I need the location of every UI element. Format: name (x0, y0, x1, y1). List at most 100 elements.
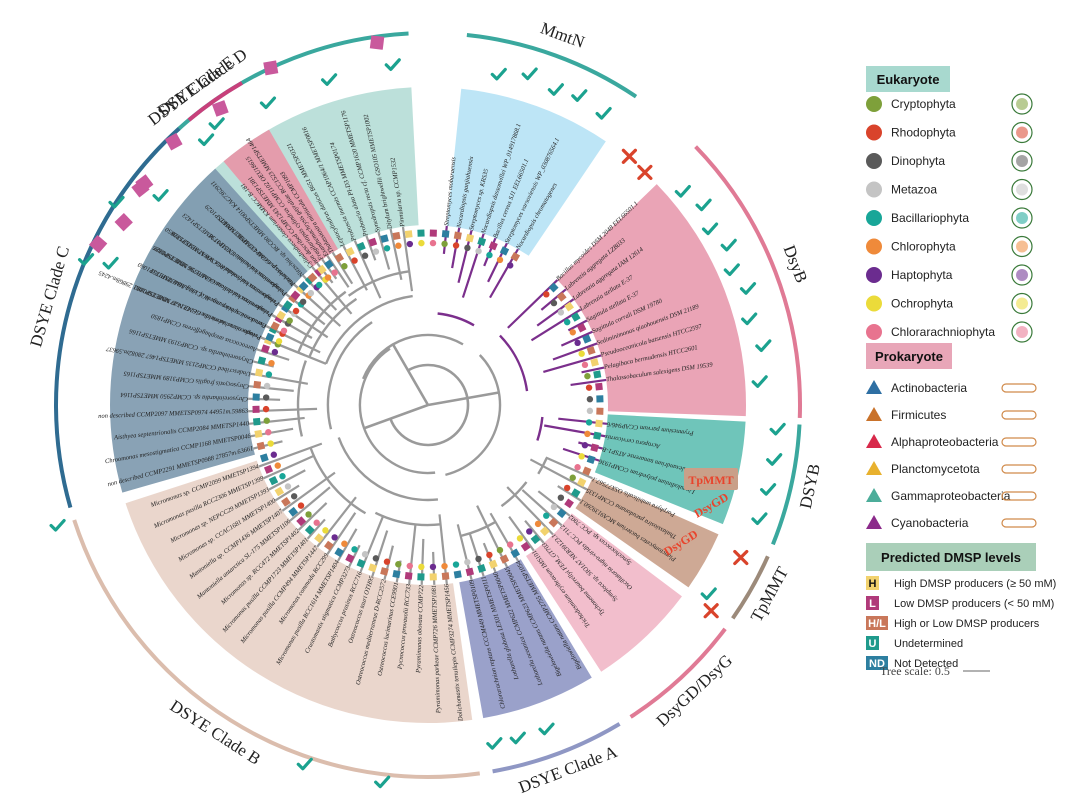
dmsp-code-box (586, 455, 596, 464)
branch-tip (557, 485, 582, 502)
check-icon (595, 106, 612, 120)
check-icon (49, 518, 66, 532)
check-icon (739, 282, 757, 295)
check-icon (320, 73, 338, 86)
dmsp-code-swatch (866, 596, 879, 610)
check-icon (755, 339, 772, 353)
clade-label-dsyb2: DSYB (796, 462, 824, 510)
dmsp-code-box (356, 558, 366, 569)
taxon-dot (361, 252, 369, 259)
eukaryote-swatch (866, 153, 882, 169)
taxon-dot (275, 338, 283, 345)
dmsp-code-box (281, 497, 291, 507)
check-icon (751, 512, 768, 526)
dmsp-code-box (577, 323, 587, 333)
dmsp-code-box (356, 241, 366, 252)
taxon-dot (284, 483, 292, 490)
branch-tip (326, 512, 357, 555)
taxon-dot (406, 240, 414, 248)
dmsp-code-box (334, 547, 345, 558)
dmsp-code-box (276, 310, 286, 321)
branch-arc (309, 447, 367, 515)
dmsp-code-box (441, 572, 450, 580)
dmsp-header-box (866, 543, 1036, 571)
branch-tip (401, 226, 414, 292)
taxon-dot (464, 244, 471, 252)
check-icon (700, 587, 717, 601)
check-icon (695, 198, 712, 212)
taxon-dot (262, 405, 270, 413)
branch-tip (560, 330, 593, 347)
taxon-dot (507, 262, 514, 269)
dmsp-code-box (593, 370, 602, 379)
prokaryote-header: Prokaryote (875, 349, 943, 364)
prokaryote-label: Firmicutes (891, 408, 946, 422)
branch-arc (437, 312, 475, 327)
organism-thumbnail-icon (1011, 264, 1033, 286)
check-icon (741, 312, 758, 326)
taxon-dot (268, 359, 275, 367)
cross-icon (621, 148, 637, 164)
dmsp-code-box (298, 281, 309, 292)
dmsp-code-box (429, 573, 437, 581)
taxon-dot (372, 248, 380, 255)
dmsp-code-box (296, 516, 307, 527)
eukaryote-list: CryptophytaRhodophytaDinophytaMetazoaBac… (866, 93, 1033, 343)
organism-thumbnail-fill (1016, 297, 1028, 310)
clade-arc-mmtn (466, 33, 638, 99)
check-icon (766, 453, 783, 466)
branch-trunk (363, 403, 429, 430)
dmsp-code-box (288, 506, 299, 517)
dmsp-code-box (368, 563, 378, 573)
eukaryote-swatch (866, 324, 882, 340)
dmsp-code-box (252, 393, 260, 401)
taxon-dot (550, 503, 558, 511)
taxon-dot (441, 562, 448, 570)
prokaryote-swatch (866, 380, 882, 394)
dmsp-code-box (465, 233, 475, 243)
organism-thumbnail-icon (1011, 178, 1033, 201)
bacterium-thumbnail-icon (1001, 464, 1037, 474)
check-icon (521, 67, 538, 81)
dmsp-code-box (324, 540, 334, 551)
clade-arc-dsygd (629, 627, 727, 719)
organism-thumbnail-icon (1011, 121, 1033, 144)
tip-label: Pyramimonas parkeae CCMP726 MMETSP1081 (431, 585, 443, 715)
taxon-dot (324, 274, 332, 281)
eukaryote-label: Cryptophyta (891, 97, 956, 111)
dmsp-code-box (590, 443, 599, 452)
dmsp-code-box (345, 246, 355, 257)
organism-thumbnail-fill (1016, 212, 1028, 224)
branch-tip (297, 502, 328, 531)
branch-tip (268, 469, 306, 491)
dmsp-code-box (252, 417, 261, 426)
taxon-dot (496, 256, 504, 264)
dmsp-code-box (548, 517, 559, 528)
taxon-dot (516, 535, 524, 542)
eukaryote-swatch (866, 124, 882, 141)
dmsp-code-box (283, 300, 293, 311)
dmsp-code-box (324, 259, 334, 270)
taxon-dot (569, 474, 576, 481)
taxon-dot (331, 534, 338, 541)
clade-sector-dsye-b (125, 460, 473, 724)
taxon-dot (383, 558, 391, 565)
taxon-dot (263, 382, 271, 390)
organism-thumbnail-icon (1011, 207, 1033, 229)
dmsp-code-box (596, 395, 604, 403)
taxon-markers (252, 229, 604, 581)
eukaryote-label: Metazoa (891, 183, 937, 197)
dmsp-code: U (869, 638, 877, 650)
taxon-dot (578, 453, 585, 460)
dmsp-code-box (263, 464, 274, 474)
clade-arc-tpmmt (731, 555, 770, 620)
branch-arc (374, 511, 441, 527)
dmsp-code-swatch (866, 656, 888, 670)
dmsp-code-box (477, 564, 487, 573)
branch-tip (263, 455, 314, 480)
taxon-dot (557, 309, 565, 316)
dmsp-code-box (417, 573, 425, 581)
dmsp-code-box (586, 346, 596, 355)
dmsp-code-box (530, 534, 541, 545)
taxon-dot (341, 540, 348, 547)
